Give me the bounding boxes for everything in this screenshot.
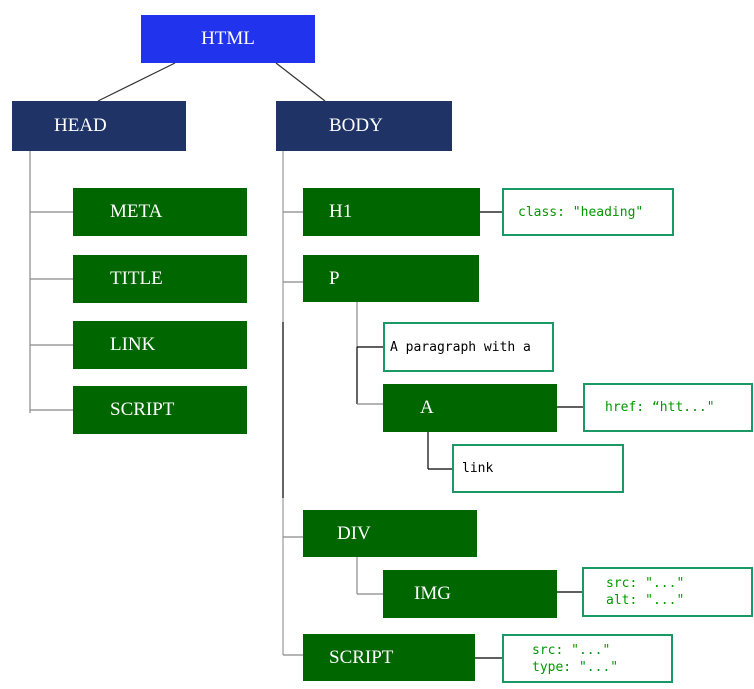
link-node: LINK [73,321,247,369]
head-script-node: SCRIPT [73,386,247,434]
a-text-node: link [452,444,624,493]
img-src-attribute: src: "..." [606,576,685,591]
img-alt-attribute: alt: "..." [606,593,685,608]
body-node: BODY [276,101,452,151]
head-node: HEAD [12,101,186,151]
a-href-attribute: href: “htt..." [583,383,753,432]
script-attributes: src: "..." type: "..." [502,634,673,683]
img-attributes: src: "..." alt: "..." [582,567,753,617]
h1-class-text: class: "heading" [518,204,644,220]
script-src-attribute: src: "..." [532,642,611,658]
p-node: P [303,255,479,302]
html-node: HTML [141,15,315,63]
div-node: DIV [303,510,477,557]
img-node: IMG [383,570,557,618]
body-script-node: SCRIPT [303,634,475,681]
meta-node: META [73,188,247,236]
connector-html-body [275,62,326,102]
h1-node: H1 [303,188,480,236]
h1-class-attribute: class: "heading" [502,188,674,236]
connector-html-head [97,62,176,102]
title-node: TITLE [73,255,247,303]
a-node: A [383,384,557,432]
a-href-text: href: “htt..." [605,400,715,415]
p-text-node: A paragraph with a [383,322,554,372]
script-type-attribute: type: "..." [532,659,619,675]
